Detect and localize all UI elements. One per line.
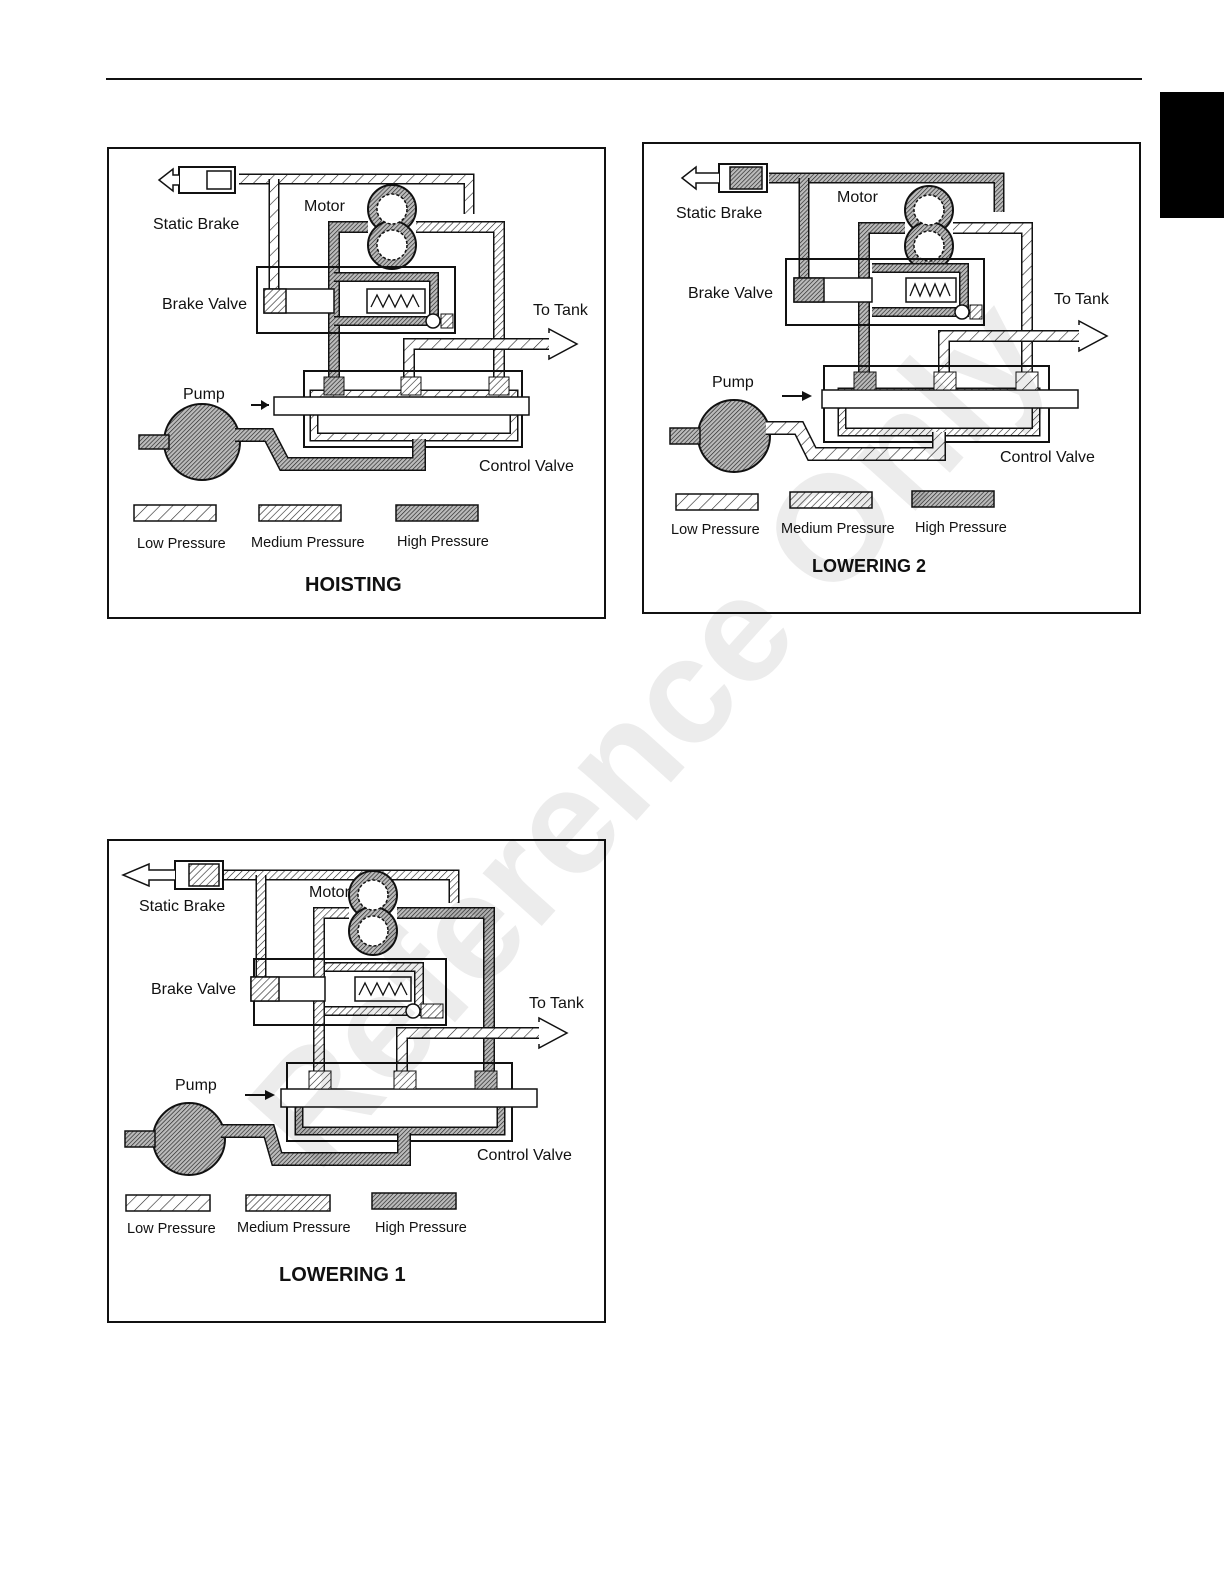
legend-swatch-low (675, 493, 759, 511)
legend-medium: Medium Pressure (237, 1220, 351, 1236)
legend-high: High Pressure (397, 534, 489, 550)
label-to-tank: To Tank (1054, 291, 1110, 308)
section-tab (1160, 92, 1224, 218)
legend-swatch-high (395, 504, 479, 522)
legend-low: Low Pressure (671, 522, 760, 538)
lowering2-schematic: Static Brake Motor Brake Valve To Tank P… (669, 163, 1110, 576)
legend-swatch-high (371, 1192, 457, 1210)
label-brake-valve: Brake Valve (162, 296, 247, 313)
hoisting-diagram: Static Brake Motor Brake Valve To Tank P… (107, 147, 606, 619)
label-to-tank: To Tank (533, 302, 589, 319)
motor-gears (904, 185, 954, 271)
label-control-valve: Control Valve (477, 1147, 572, 1164)
legend-swatch-low (133, 504, 217, 522)
legend-high: High Pressure (375, 1220, 467, 1236)
lowering1-diagram: Static Brake Motor Brake Valve To Tank P… (107, 839, 606, 1323)
header-rule (106, 78, 1142, 80)
lowering1-schematic: Static Brake Motor Brake Valve To Tank P… (121, 860, 585, 1286)
caption-hoisting: HOISTING (305, 574, 402, 596)
legend-swatch-medium (789, 491, 873, 509)
legend-swatch-low (125, 1194, 211, 1212)
label-brake-valve: Brake Valve (151, 981, 236, 998)
label-brake-valve: Brake Valve (688, 285, 773, 302)
label-pump: Pump (175, 1077, 217, 1094)
hoisting-schematic: Static Brake Motor Brake Valve To Tank P… (133, 166, 589, 596)
caption-lowering2: LOWERING 2 (812, 556, 926, 576)
label-static-brake: Static Brake (676, 205, 762, 222)
motor-gears (348, 870, 398, 956)
label-control-valve: Control Valve (1000, 449, 1095, 466)
label-to-tank: To Tank (529, 995, 585, 1012)
label-pump: Pump (712, 374, 754, 391)
legend-high: High Pressure (915, 520, 1007, 536)
motor-gears (367, 184, 417, 270)
label-motor: Motor (837, 189, 879, 206)
legend-swatch-medium (245, 1194, 331, 1212)
legend-low: Low Pressure (127, 1221, 216, 1237)
lowering2-diagram: Static Brake Motor Brake Valve To Tank P… (642, 142, 1141, 614)
label-static-brake: Static Brake (139, 898, 225, 915)
label-pump: Pump (183, 386, 225, 403)
caption-lowering1: LOWERING 1 (279, 1264, 406, 1286)
legend-low: Low Pressure (137, 536, 226, 552)
label-control-valve: Control Valve (479, 458, 574, 475)
legend-swatch-medium (258, 504, 342, 522)
label-motor: Motor (304, 198, 346, 215)
legend-medium: Medium Pressure (781, 521, 895, 537)
legend-swatch-high (911, 490, 995, 508)
label-static-brake: Static Brake (153, 216, 239, 233)
label-motor: Motor (309, 884, 351, 901)
legend-medium: Medium Pressure (251, 535, 365, 551)
